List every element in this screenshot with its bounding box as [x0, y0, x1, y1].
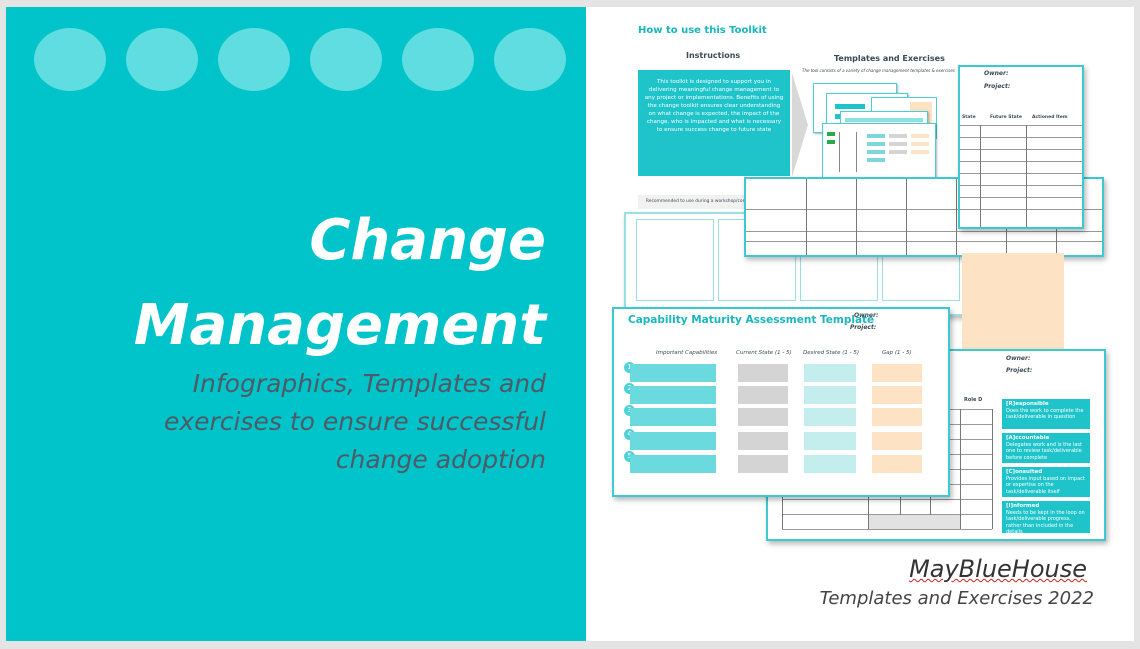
- row-number: 2: [624, 383, 635, 394]
- templates-subtitle: The tool consists of a variety of change…: [802, 68, 955, 73]
- preview-panel: How to use this Toolkit Instructions Thi…: [586, 7, 1134, 641]
- decorative-circle: [126, 28, 198, 91]
- capability-sheet: Capability Maturity Assessment Template …: [612, 307, 950, 497]
- gap-cell[interactable]: [872, 364, 922, 382]
- column-header-state: State: [962, 115, 976, 120]
- gap-cell[interactable]: [872, 408, 922, 426]
- cover-title-line1: Change: [309, 208, 546, 273]
- decorative-circle: [218, 28, 290, 91]
- current-state-cell[interactable]: [738, 364, 788, 382]
- owner-label: Owner:: [984, 70, 1009, 77]
- raci-project-label: Project:: [1006, 367, 1033, 374]
- decorative-circle: [34, 28, 106, 91]
- instructions-box: This toolkit is designed to support you …: [638, 70, 790, 176]
- row-number: 1: [624, 362, 635, 373]
- desired-state-cell[interactable]: [804, 432, 856, 450]
- instructions-heading: Instructions: [686, 51, 741, 60]
- decorative-circle: [402, 28, 474, 91]
- capability-project-label: Project:: [850, 324, 877, 331]
- column-important-capabilities: Important Capabilities: [656, 350, 718, 356]
- desired-state-cell[interactable]: [804, 386, 856, 404]
- column-header-future-state: Future State: [990, 115, 1022, 120]
- current-state-cell[interactable]: [738, 386, 788, 404]
- row-number: 4: [624, 429, 635, 440]
- current-state-cell[interactable]: [738, 408, 788, 426]
- cover-subtitle: Infographics, Templates and exercises to…: [163, 369, 546, 474]
- column-gap: Gap (1 - 5): [882, 350, 912, 356]
- raci-owner-label: Owner:: [1006, 355, 1031, 362]
- gap-cell[interactable]: [872, 386, 922, 404]
- row-number: 5: [624, 451, 635, 462]
- toolkit-slide: How to use this Toolkit Instructions Thi…: [616, 15, 956, 209]
- gap-cell[interactable]: [872, 432, 922, 450]
- cover-title-line2: Management: [133, 293, 546, 358]
- column-current-state: Current State (1 - 5): [736, 350, 792, 356]
- capability-input-bar[interactable]: [630, 408, 716, 426]
- peach-panel: [962, 253, 1064, 357]
- capability-input-bar[interactable]: [630, 455, 716, 473]
- column-header-actioned-item: Actioned Item: [1032, 115, 1068, 120]
- desired-state-cell[interactable]: [804, 408, 856, 426]
- project-label: Project:: [984, 83, 1011, 90]
- capability-title: Capability Maturity Assessment Template: [628, 314, 875, 326]
- role-column-header: Role D: [964, 397, 983, 403]
- current-state-cell[interactable]: [738, 432, 788, 450]
- current-state-cell[interactable]: [738, 455, 788, 473]
- mini-thumbnail: [822, 123, 936, 181]
- capability-input-bar[interactable]: [630, 364, 716, 382]
- capability-input-bar[interactable]: [630, 386, 716, 404]
- desired-state-cell[interactable]: [804, 364, 856, 382]
- capability-input-bar[interactable]: [630, 432, 716, 450]
- column-desired-state: Desired State (1 - 5): [803, 350, 859, 356]
- desired-state-cell[interactable]: [804, 455, 856, 473]
- cover-panel: Change Management Infographics, Template…: [6, 7, 586, 641]
- brand-name: MayBlueHouse: [909, 555, 1087, 583]
- row-number: 3: [624, 405, 635, 416]
- templates-heading: Templates and Exercises: [834, 54, 945, 63]
- footer-text: Templates and Exercises 2022: [819, 588, 1094, 609]
- toolkit-heading: How to use this Toolkit: [638, 25, 767, 36]
- arrow-right-icon: [792, 73, 808, 177]
- decorative-circle: [310, 28, 382, 91]
- decorative-circle: [494, 28, 566, 91]
- capability-owner-label: Owner:: [854, 312, 879, 319]
- gap-cell[interactable]: [872, 455, 922, 473]
- state-table-sheet: Owner: Project: State Future State Actio…: [958, 65, 1084, 229]
